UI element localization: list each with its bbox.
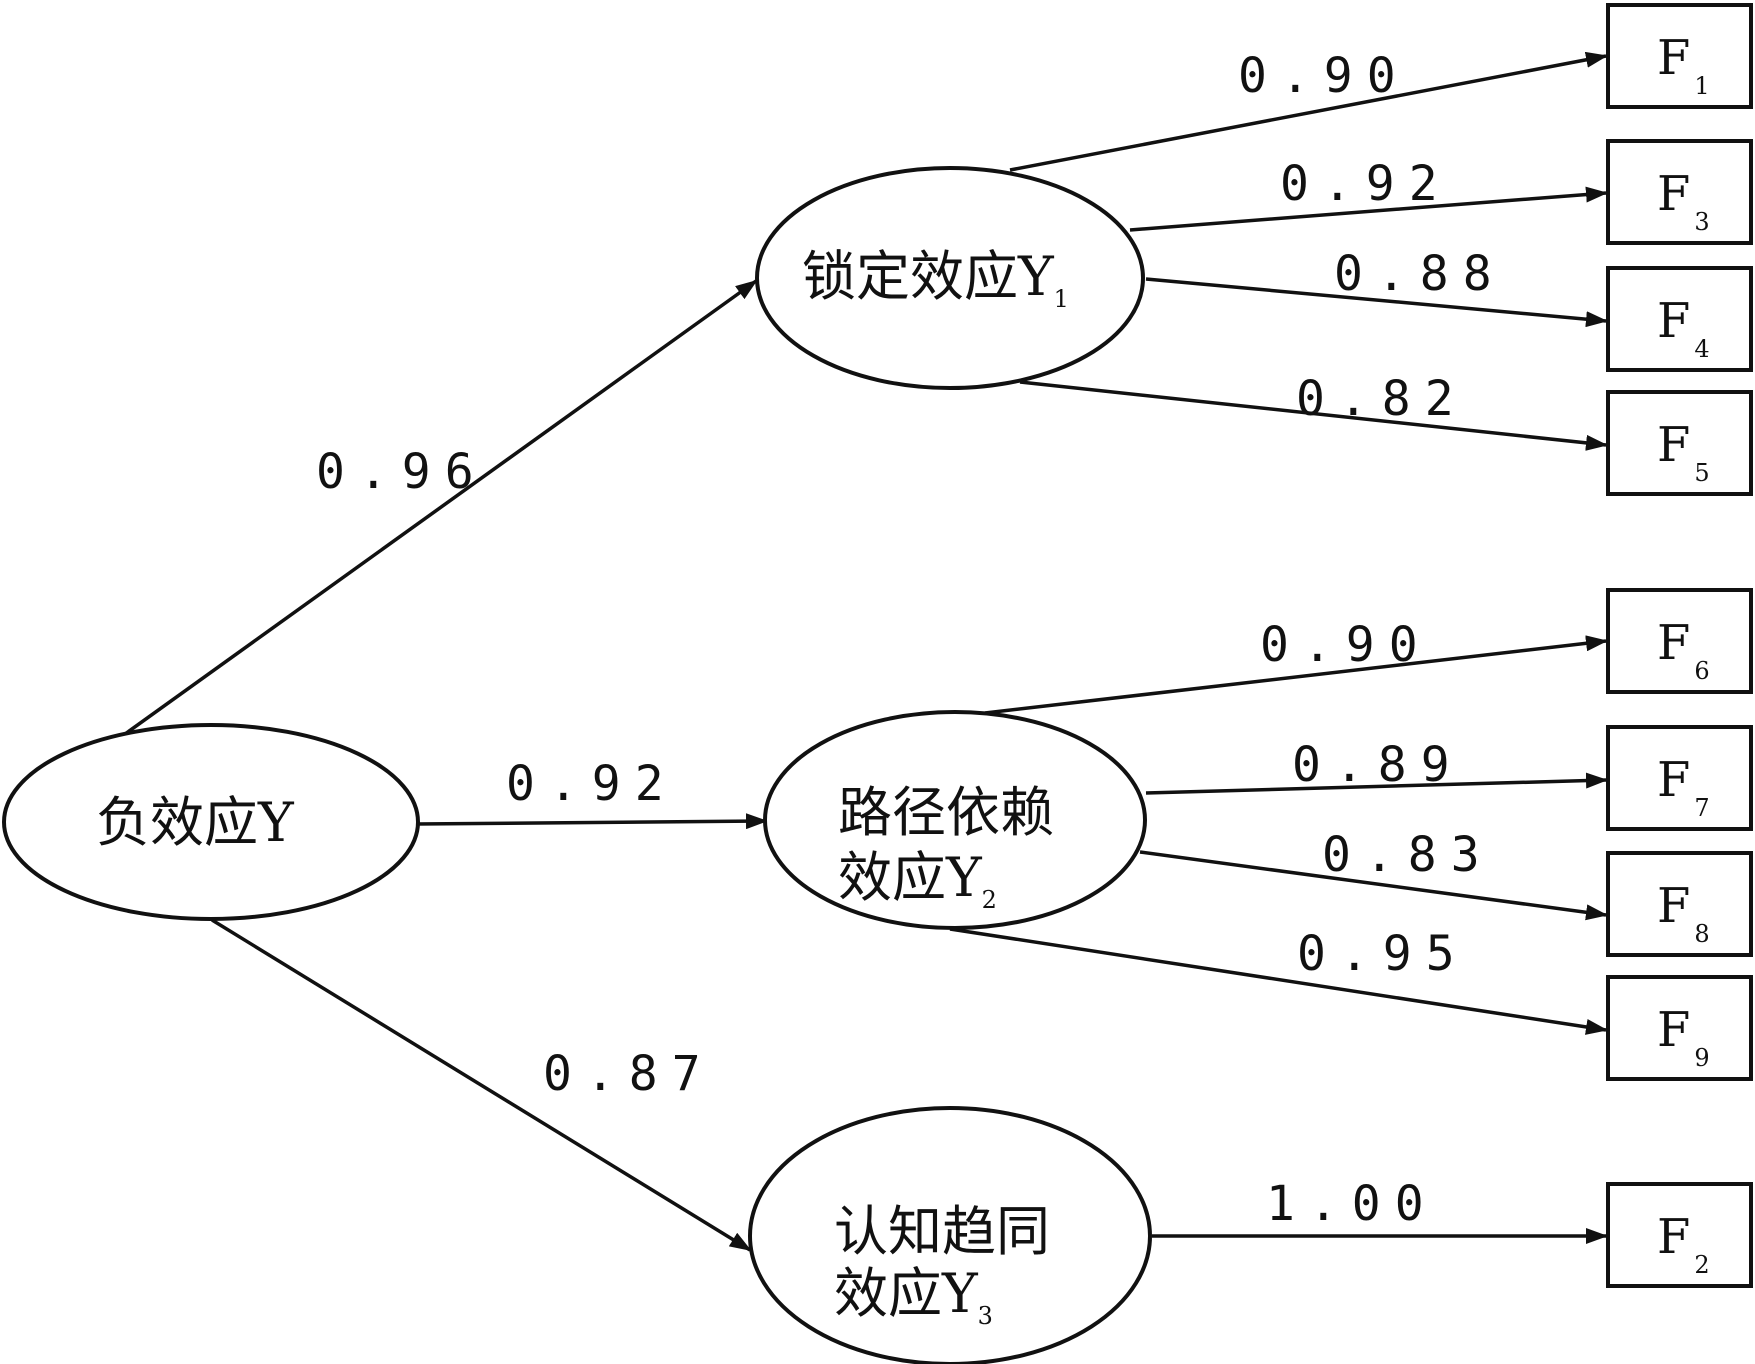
box-f3-shape [1606,139,1753,245]
node-y: 负效应Y [2,723,420,921]
node-y3-label-line2: 效应Y3 [834,1262,993,1330]
node-y2-label-line2: 效应Y2 [838,846,997,914]
node-y2-label-sub: 2 [982,886,997,914]
box-f8-shape [1606,851,1753,957]
node-y1-shape [755,166,1145,390]
edge-y2-f8 [1139,850,1608,921]
box-f1-main: F [1657,30,1690,86]
node-y1-label-sub: 1 [1054,285,1069,313]
node-y2: 路径依赖 效应Y2 [763,710,1147,930]
box-f1-shape [1606,3,1753,109]
box-f4-shape [1606,266,1753,372]
box-f8-main: F [1657,878,1690,934]
coef-y2-f9: 0.95 [1297,926,1469,982]
box-f6-main: F [1657,615,1690,671]
box-f2-main: F [1657,1209,1690,1265]
coef-y3-f2: 1.00 [1266,1176,1438,1232]
box-f6-sub: 6 [1694,657,1709,685]
node-y2-shape [763,710,1147,930]
box-f7-shape [1606,725,1753,831]
box-f2-sub: 2 [1694,1251,1709,1279]
node-y2-label-main: 效应Y [838,846,983,909]
coef-y1-f4: 0.88 [1334,246,1506,302]
box-f7-sub: 7 [1694,794,1709,822]
coef-y-y2: 0.92 [506,756,678,812]
coef-y2-f6: 0.90 [1260,617,1432,673]
coef-y-y1: 0.96 [316,444,488,500]
edge-y1-f3 [1129,186,1608,232]
node-y1-label: 锁定效应Y1 [802,245,1069,313]
box-f2-shape [1606,1182,1753,1288]
node-y3-label-main: 效应Y [834,1262,979,1325]
node-y3-shape [748,1106,1152,1364]
coef-y2-f7: 0.89 [1292,737,1464,793]
box-f7-main: F [1657,752,1690,808]
box-f5-main: F [1657,417,1690,473]
node-y-label: 负效应Y [96,791,295,854]
box-f1-sub: 1 [1694,72,1709,100]
coef-y1-f3: 0.92 [1280,156,1452,212]
node-y2-label-line1: 路径依赖 [838,781,1054,844]
coef-y1-f5: 0.82 [1296,371,1468,427]
box-f8-sub: 8 [1694,920,1709,948]
coefficients: 0.96 0.92 0.87 0.90 0.92 0.88 0.82 0.90 … [316,48,1506,1232]
node-y1: 锁定效应Y1 [755,166,1145,390]
box-f4-main: F [1657,293,1690,349]
edge-y-y1 [123,279,758,736]
box-f9-shape [1606,975,1753,1081]
node-y3: 认知趋同 效应Y3 [748,1106,1152,1364]
node-y3-label-line1: 认知趋同 [834,1200,1050,1263]
node-y3-label-sub: 3 [978,1302,993,1330]
box-f3-main: F [1657,166,1690,222]
box-f5-shape [1606,390,1753,496]
edge-y-y3 [211,918,752,1252]
edges [123,51,1608,1252]
box-f3-sub: 3 [1694,208,1709,236]
coef-y1-f1: 0.90 [1238,48,1410,104]
node-y1-label-main: 锁定效应Y [802,245,1055,308]
edge-y2-f9 [949,927,1608,1035]
box-f5-sub: 5 [1694,459,1709,487]
coef-y2-f8: 0.83 [1322,827,1494,883]
edge-y2-f7 [1145,772,1608,795]
edge-y1-f4 [1145,277,1608,328]
box-f6-shape [1606,588,1753,694]
box-f4-sub: 4 [1694,335,1709,363]
box-f9-main: F [1657,1002,1690,1058]
node-y-shape [2,723,420,921]
coef-y-y3: 0.87 [543,1046,715,1102]
edge-y1-f5 [1019,380,1608,451]
edge-y2-f6 [984,635,1608,715]
edge-y-y2 [415,813,768,830]
box-f9-sub: 9 [1694,1044,1709,1072]
edge-y1-f1 [1009,51,1608,172]
